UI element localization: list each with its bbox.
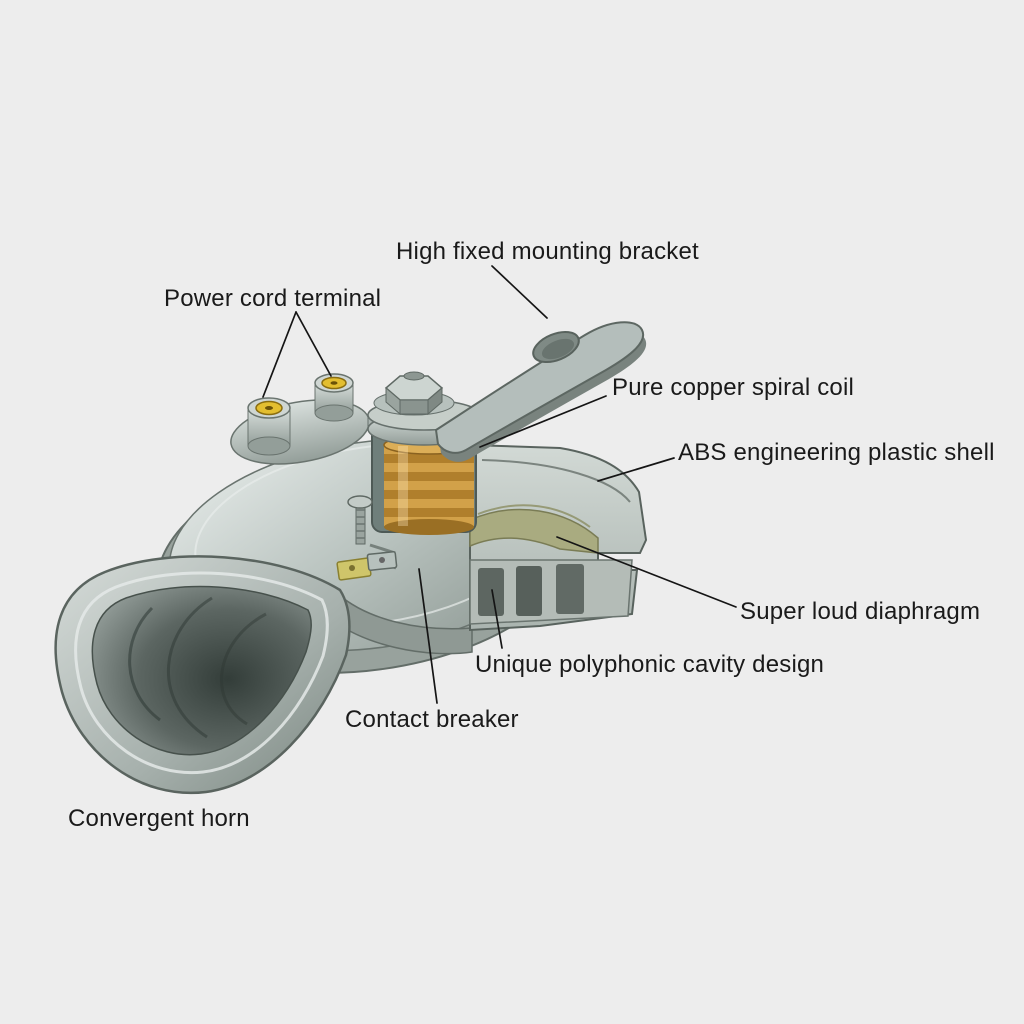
leader-terminal-a (262, 311, 297, 398)
label-power-cord-terminal: Power cord terminal (164, 285, 382, 312)
convergent-horn-shape (54, 555, 351, 795)
cutaway-shell-shape (469, 443, 648, 632)
diaphragm-shape (469, 508, 599, 554)
leader-diaphragm (556, 536, 737, 608)
label-convergent-horn: Convergent horn (68, 805, 250, 832)
cavity-slots-shape (469, 559, 633, 625)
leader-mounting-bracket (491, 265, 548, 319)
leader-plastic-shell (597, 457, 675, 482)
leader-terminal-b (295, 311, 332, 377)
label-cavity-design: Unique polyphonic cavity design (475, 651, 825, 678)
contact-breaker-shape (336, 495, 398, 581)
leader-copper-coil (479, 395, 607, 448)
label-mounting-bracket: High fixed mounting bracket (396, 238, 699, 265)
label-plastic-shell: ABS engineering plastic shell (678, 439, 995, 466)
leader-lines (262, 265, 737, 704)
label-diaphragm: Super loud diaphragm (740, 598, 981, 625)
label-copper-coil: Pure copper spiral coil (612, 374, 855, 401)
bracket-shape (434, 321, 647, 462)
power-terminals-shape (230, 373, 370, 465)
label-contact-breaker: Contact breaker (345, 706, 519, 733)
leader-contact-breaker (418, 568, 438, 704)
center-nut-shape (373, 371, 455, 416)
leader-cavity (491, 589, 503, 649)
